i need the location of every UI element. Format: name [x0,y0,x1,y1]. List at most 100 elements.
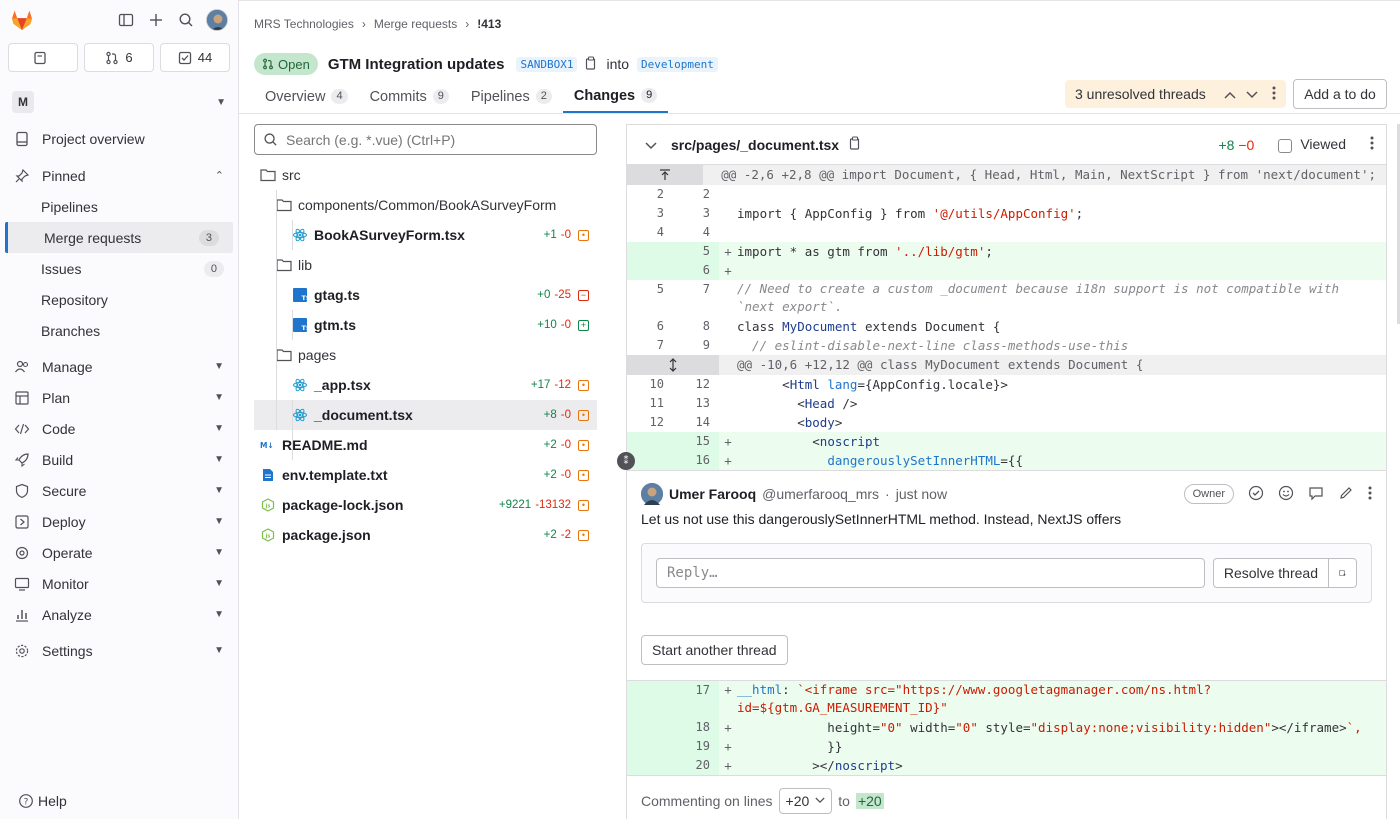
old-line-number[interactable]: 6 [656,319,664,333]
diff-line[interactable]: 16+ dangerouslySetInnerHTML={{ [627,451,1386,470]
sidebar-section-pinned[interactable]: Pinned ⌃ [0,160,238,191]
gitlab-logo-icon[interactable] [10,8,34,32]
sidebar-section-plan[interactable]: Plan▼ [0,382,238,413]
resolve-check-icon[interactable] [1248,485,1264,504]
diff-line[interactable]: 19+ }} [627,737,1386,756]
merge-requests-count-button[interactable]: 6 [84,43,154,72]
tree-file[interactable]: M↓README.md+2-0• [254,430,597,460]
old-line-number[interactable]: 3 [656,206,664,220]
old-line-number[interactable]: 4 [656,225,664,239]
expand-up-icon[interactable] [627,165,704,185]
old-line-number[interactable]: 5 [656,282,664,296]
help-button[interactable]: ? Help [18,793,67,809]
new-line-number[interactable]: 19 [673,737,719,756]
reply-icon[interactable] [1308,485,1324,504]
expand-lines-icon[interactable]: ⁑ [617,452,635,470]
chevron-up-icon[interactable] [1224,86,1236,102]
new-line-number[interactable]: 15 [673,432,719,451]
sidebar-toggle-icon[interactable] [116,10,136,30]
source-branch[interactable]: SANDBOX1 [516,56,578,72]
author-name[interactable]: Umer Farooq [669,486,757,502]
author-handle[interactable]: @umerfarooq_mrs [762,486,880,502]
breadcrumb-merge-requests[interactable]: Merge requests [373,17,458,31]
sidebar-section-secure[interactable]: Secure▼ [0,475,238,506]
sidebar-section-settings[interactable]: Settings▼ [0,635,238,666]
old-line-number[interactable]: 7 [656,338,664,352]
tree-folder[interactable]: lib [254,250,597,280]
tree-file[interactable]: TSgtm.ts+10-0+ [254,310,597,340]
old-line-number[interactable] [627,261,673,280]
add-todo-button[interactable]: Add a to do [1293,79,1387,109]
new-line-number[interactable]: 12 [695,377,710,391]
new-line-number[interactable]: 17 [673,681,719,718]
collapse-chevron-icon[interactable] [645,137,657,153]
target-branch[interactable]: Development [637,56,718,72]
new-line-number[interactable]: 3 [702,206,710,220]
sidebar-section-analyze[interactable]: Analyze▼ [0,599,238,630]
sidebar-section-monitor[interactable]: Monitor▼ [0,568,238,599]
sidebar-section-operate[interactable]: Operate▼ [0,537,238,568]
chevron-down-icon[interactable] [1246,86,1258,102]
tree-file[interactable]: _document.tsx+8-0• [254,400,597,430]
tree-file[interactable]: BookASurveyForm.tsx+1-0• [254,220,597,250]
old-line-number[interactable] [627,718,673,737]
new-line-number[interactable]: 6 [673,261,719,280]
sidebar-item-repository[interactable]: Repository [0,284,238,315]
user-avatar[interactable] [206,9,228,31]
sidebar-section-manage[interactable]: Manage▼ [0,351,238,382]
project-switcher[interactable]: M ▼ [8,87,230,117]
sidebar-section-code[interactable]: Code▼ [0,413,238,444]
old-line-number[interactable]: 2 [656,187,664,201]
tree-file[interactable]: _app.tsx+17-12• [254,370,597,400]
old-line-number[interactable]: 11 [649,396,664,410]
new-line-number[interactable]: 18 [673,718,719,737]
sidebar-item-branches[interactable]: Branches [0,315,238,346]
scrollbar[interactable] [1397,124,1400,324]
emoji-icon[interactable] [1278,485,1294,504]
old-line-number[interactable] [627,737,673,756]
diff-line[interactable]: 5+import * as gtm from '../lib/gtm'; [627,242,1386,261]
create-issue-icon[interactable] [1328,559,1356,587]
new-line-number[interactable]: 5 [673,242,719,261]
diff-line[interactable]: 18+ height="0" width="0" style="display:… [627,718,1386,737]
resolve-thread-button[interactable]: Resolve thread [1223,565,1318,581]
start-another-thread-button[interactable]: Start another thread [641,635,788,665]
diff-line[interactable]: 15+ <noscript [627,432,1386,451]
new-line-number[interactable]: 7 [702,282,710,296]
expand-both-icon[interactable] [627,355,719,375]
file-search-input[interactable] [286,131,588,148]
sidebar-item-project-overview[interactable]: Project overview [0,123,238,154]
new-line-number[interactable]: 13 [695,396,710,410]
more-vertical-icon[interactable] [1370,136,1374,153]
tree-folder[interactable]: pages [254,340,597,370]
edit-icon[interactable] [1338,485,1354,504]
todos-count-button[interactable]: 44 [160,43,230,72]
reply-input[interactable]: Reply… [656,558,1205,588]
tree-folder[interactable]: src [254,160,597,190]
tree-folder[interactable]: components/Common/BookASurveyForm [254,190,597,220]
search-icon[interactable] [176,10,196,30]
more-vertical-icon[interactable] [1272,86,1276,103]
tree-file[interactable]: env.template.txt+2-0• [254,460,597,490]
new-line-number[interactable]: 14 [695,415,710,429]
old-line-number[interactable] [627,242,673,261]
new-line-number[interactable]: 8 [702,319,710,333]
new-line-number[interactable]: 20 [673,756,719,775]
breadcrumb-mr-id[interactable]: !413 [477,17,502,31]
file-search[interactable] [254,124,597,155]
copy-branch-icon[interactable] [585,55,598,73]
old-line-number[interactable] [627,756,673,775]
breadcrumb-group[interactable]: MRS Technologies [254,17,354,31]
line-range-select[interactable]: +20 [778,787,833,814]
